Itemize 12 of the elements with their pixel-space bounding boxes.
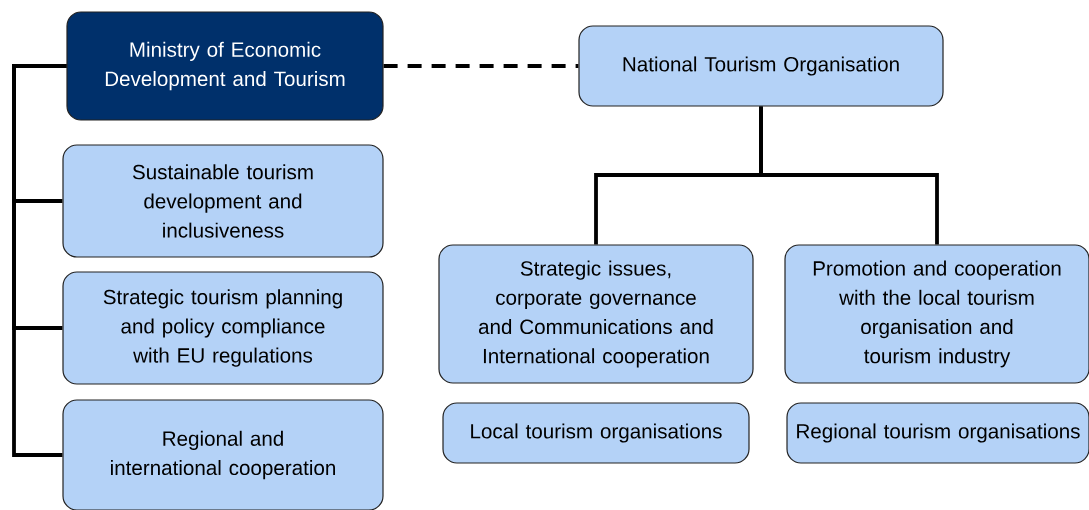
- connector-line: [12, 64, 67, 457]
- org-box: Regional and international cooperation: [62, 399, 384, 510]
- org-box: Sustainable tourism development and inclusiveness: [62, 144, 384, 258]
- org-box: Strategic issues, corporate governance and Communications and International cooperation: [438, 244, 754, 384]
- org-box: National Tourism Organisation: [578, 25, 944, 107]
- org-box: Strategic tourism planning and policy compliance with EU regulations: [62, 271, 384, 385]
- org-box: Regional tourism organisations: [786, 402, 1089, 464]
- connector-line: [759, 106, 939, 245]
- org-box: Promotion and cooperation with the local tourism organisation and tourism industry: [784, 244, 1089, 384]
- org-box: Local tourism organisations: [442, 402, 750, 464]
- org-box: Ministry of Economic Development and Tourism: [66, 11, 384, 121]
- connector-line: [383, 64, 579, 68]
